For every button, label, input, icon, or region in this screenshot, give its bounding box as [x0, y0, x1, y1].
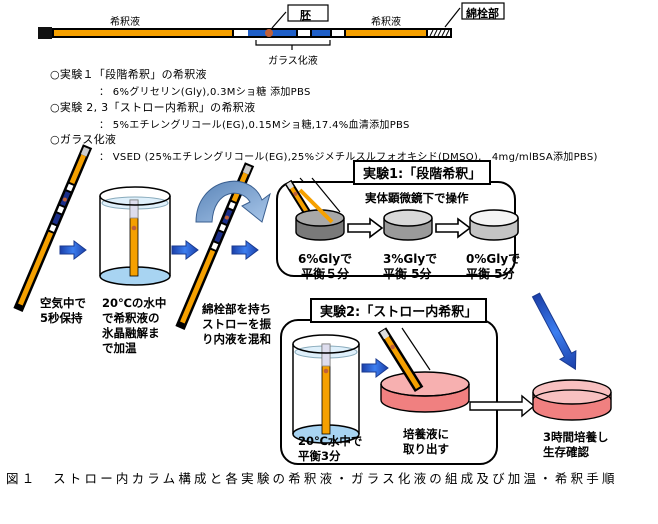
- straw-label-embryo: 胚: [300, 9, 311, 22]
- note-exp1-heading: ○実験１「段階希釈」の希釈液: [50, 68, 207, 81]
- exp1-overlay: [284, 177, 519, 241]
- embryo-label-box: [287, 4, 329, 22]
- note-vitrification-detail: ： VSED (25%エチレングリコール(EG),25%ジメチルスルフォオキシド…: [99, 152, 598, 163]
- step-shake-label: 綿栓部を持ち ストローを振 り内液を混和: [202, 302, 271, 346]
- step-warm-label: 20℃の水中 で希釈液の 氷晶融解ま で加温: [102, 296, 167, 355]
- dish-0pct-label: 0%Glyで 平衡 5分: [466, 252, 521, 281]
- straw-sealed-end: [38, 27, 52, 39]
- plug-label-box: [461, 2, 505, 20]
- note-exp23-heading: ○実験 2, 3「ストロー内希釈」の希釈液: [50, 101, 256, 114]
- air-gap: [234, 30, 248, 36]
- dish-6pct-label: 6%Glyで 平衡５分: [298, 252, 353, 281]
- experiment1-title: 実験1:「段階希釈」: [353, 160, 492, 185]
- dilution-right-segment: [346, 30, 426, 36]
- straw-label-dilution-right: 希釈液: [371, 17, 401, 28]
- note-exp23-detail: ： 5%エチレングリコール(EG),0.15Mショ糖,17.4%血清添加PBS: [99, 120, 410, 131]
- arrow-exp1-to-final: [531, 292, 577, 371]
- straw-column-diagram: [38, 2, 505, 50]
- plug-pointer: [444, 7, 461, 28]
- final-survival-label: 3時間培養し 生存確認: [543, 430, 609, 459]
- exp2-medium-label: 培養液に 取り出す: [403, 427, 449, 456]
- straw-label-vitrification: ガラス化液: [268, 56, 318, 67]
- air-gap: [332, 30, 344, 36]
- exp2-water-label: 20℃水中で 平衡3分: [298, 434, 363, 463]
- experiment1-subtitle: 実体顕微鏡下で操作: [365, 191, 469, 205]
- step-air-hold-label: 空気中で 5秒保持: [40, 296, 86, 325]
- air-gap: [298, 30, 310, 36]
- arrow-beaker-to-medium: [361, 358, 389, 378]
- straw-label-cotton-plug: 綿栓部: [466, 7, 499, 20]
- embryo-pointer: [271, 11, 287, 29]
- straw-diagonal-2: [175, 162, 255, 330]
- exp2-water-beaker: [292, 334, 360, 444]
- vitrification-bracket: [255, 40, 331, 46]
- exp2-pointer: [401, 327, 431, 371]
- straw-diagonal-1: [13, 144, 93, 312]
- dish-3pct-label: 3%Glyで 平衡 5分: [383, 252, 438, 281]
- figure-caption: 図１ ストロー内カラム構成と各実験の希釈液・ガラス化液の組成及び加温・希釈手順: [6, 471, 618, 486]
- cotton-plug-hatch: [428, 29, 450, 37]
- arrow-medium-to-final: [469, 394, 536, 418]
- straw-label-dilution-left: 希釈液: [110, 17, 140, 28]
- water-beaker: [99, 186, 171, 286]
- note-vitrification-heading: ○ガラス化液: [50, 133, 117, 146]
- dilution-left-segment: [54, 30, 232, 36]
- embryo-dot: [265, 29, 273, 37]
- vitrification-segment-2: [312, 30, 330, 36]
- final-culture-dish: [532, 379, 612, 421]
- curved-shake-arrow: [195, 180, 271, 223]
- exp2-medium-dish: [377, 327, 470, 413]
- note-exp1-detail: ： 6%グリセリン(Gly),0.3Mショ糖 添加PBS: [99, 87, 311, 98]
- experiment2-title: 実験2:「ストロー内希釈」: [310, 298, 488, 323]
